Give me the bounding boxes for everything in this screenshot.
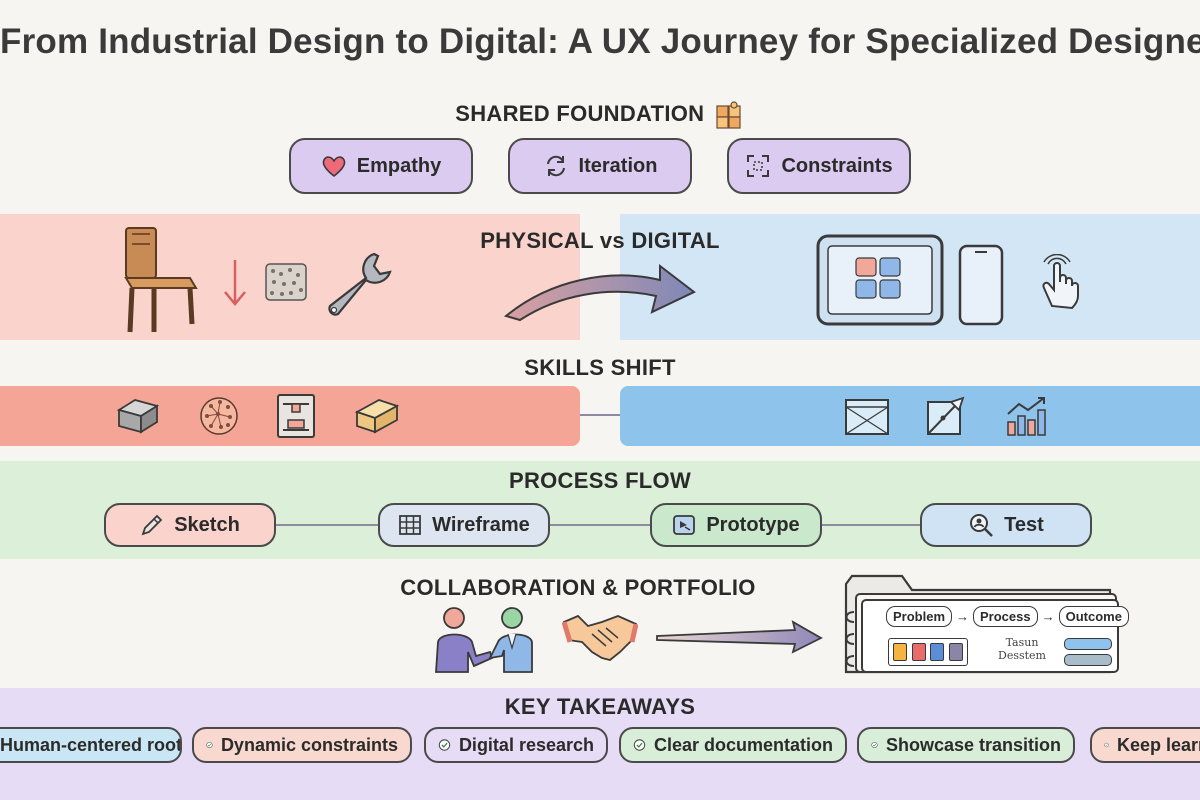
portfolio-step-problem: Problem	[886, 606, 953, 627]
progress-bar	[1064, 638, 1112, 650]
step-wireframe: Wireframe	[378, 503, 550, 547]
portfolio-arrow-icon	[656, 620, 823, 654]
portfolio-step-process: Process	[973, 606, 1038, 627]
frame-corners-icon	[747, 155, 770, 177]
arrow-right-icon: →	[1041, 609, 1055, 624]
portfolio-caption: Tasun Desstem	[998, 636, 1046, 662]
team-people-icon	[435, 607, 533, 673]
process-connector-3	[822, 524, 920, 526]
wireframe-screen-icon	[845, 399, 889, 435]
pill-iteration: Iteration	[508, 138, 692, 194]
skills-connector	[580, 414, 620, 416]
process-flow-heading: PROCESS FLOW	[508, 468, 692, 493]
wrench-icon	[328, 252, 392, 316]
tablet-icon	[816, 234, 944, 326]
pill-empathy: Empathy	[289, 138, 473, 194]
shared-foundation-heading: SHARED FOUNDATION	[0, 100, 1200, 130]
color-swatch	[948, 643, 963, 661]
analytics-chart-icon	[1007, 397, 1046, 436]
color-swatch	[911, 643, 926, 661]
step-test: Test	[920, 503, 1092, 547]
progress-bar	[1064, 654, 1112, 666]
physical-vs-digital-heading: PHYSICAL vs DIGITAL	[480, 228, 720, 253]
arrow-right-icon: →	[956, 609, 970, 624]
page-title: From Industrial Design to Digital: A UX …	[0, 22, 1200, 61]
pill-constraints: Constraints	[727, 138, 911, 194]
process-connector-1	[276, 524, 378, 526]
step-sketch: Sketch	[104, 503, 276, 547]
3d-printer-icon	[277, 394, 315, 438]
material-swatch-icon	[265, 263, 307, 301]
pencil-icon	[141, 514, 163, 536]
magnifier-user-icon	[970, 514, 994, 537]
tap-hand-icon	[1042, 254, 1079, 310]
puzzle-icon	[716, 101, 741, 129]
grid-icon	[399, 515, 422, 535]
heart-icon	[322, 156, 346, 178]
handshake-icon	[562, 614, 638, 661]
phone-icon	[958, 244, 1004, 326]
cycle-arrows-icon	[546, 155, 565, 177]
transition-arrow-icon	[503, 263, 696, 322]
step-prototype: Prototype	[650, 503, 822, 547]
prototype-icon	[673, 515, 696, 535]
chair-icon	[124, 227, 198, 333]
portfolio-steps: Problem → Process → Outcome	[886, 606, 1129, 627]
metal-block-icon	[116, 399, 160, 434]
key-takeaways-heading: KEY TAKEAWAYS	[504, 694, 696, 719]
down-arrow-icon	[224, 260, 246, 306]
portfolio-folder: Problem → Process → Outcome Tasun Desste…	[842, 572, 1129, 676]
color-swatches	[888, 638, 968, 666]
skills-digital-band	[620, 386, 1200, 446]
collaboration-heading: COLLABORATION & PORTFOLIO	[400, 575, 756, 600]
process-connector-2	[550, 524, 650, 526]
color-swatch	[893, 643, 908, 661]
skills-shift-heading: SKILLS SHIFT	[524, 355, 676, 380]
portfolio-step-outcome: Outcome	[1058, 606, 1129, 627]
wood-block-icon	[354, 399, 400, 434]
mesh-sphere-icon	[200, 397, 238, 435]
color-swatch	[930, 643, 945, 661]
vector-pen-icon	[927, 396, 965, 435]
